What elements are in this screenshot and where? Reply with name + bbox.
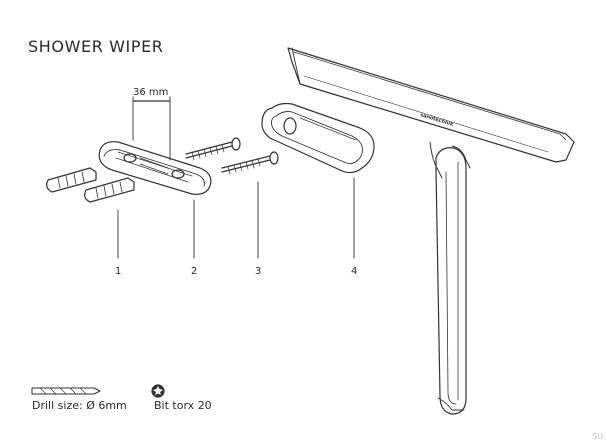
wall-plug-1	[46, 167, 97, 193]
part-number-1: 1	[115, 266, 122, 277]
dimension-label: 36 mm	[133, 87, 169, 98]
part-number-2: 2	[191, 266, 198, 277]
part-number-3: 3	[255, 266, 262, 277]
brand-mark: SU	[592, 432, 603, 441]
wall-bracket	[98, 141, 212, 195]
holder-ring	[261, 102, 375, 174]
drill-bit-icon	[31, 387, 101, 395]
part-number-4: 4	[351, 266, 358, 277]
drill-size-label: Drill size: Ø 6mm	[32, 399, 127, 412]
wall-plug-2	[84, 177, 135, 203]
bit-torx-label: Bit torx 20	[154, 399, 212, 412]
screw-1	[185, 137, 241, 161]
torx-bit-icon	[151, 384, 165, 398]
leader-lines	[117, 177, 355, 259]
shower-wiper: sanotechnik	[287, 47, 575, 415]
dimension-lines	[132, 96, 171, 161]
page-title: SHOWER WIPER	[28, 37, 164, 56]
screw-2	[221, 151, 279, 175]
